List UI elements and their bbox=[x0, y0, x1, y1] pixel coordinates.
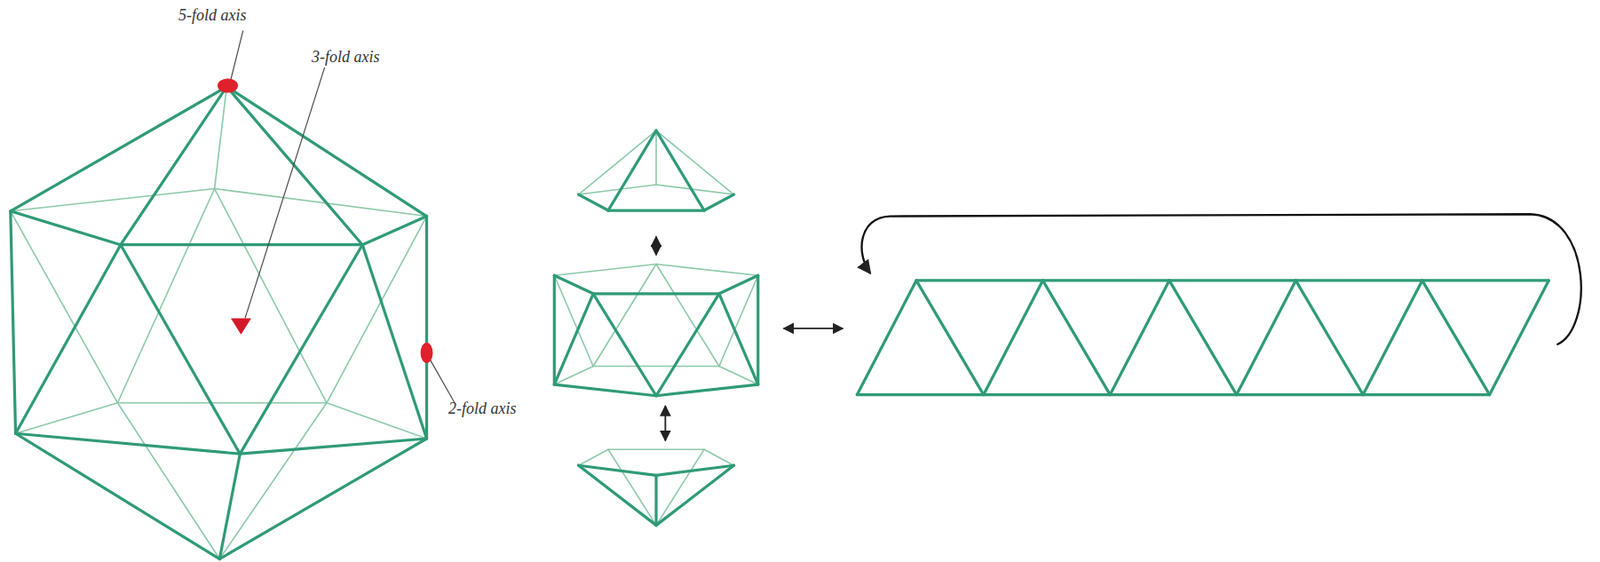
edge-line bbox=[593, 293, 657, 397]
double-arrow bbox=[655, 237, 658, 256]
edge-line bbox=[578, 465, 657, 525]
edge-line bbox=[10, 87, 228, 212]
edge-line bbox=[656, 384, 759, 397]
hidden-edge bbox=[719, 275, 759, 366]
edge-line bbox=[15, 433, 241, 454]
leader-line bbox=[429, 358, 456, 404]
edge-line bbox=[1042, 280, 1110, 396]
edge-line bbox=[553, 275, 556, 385]
edge-line bbox=[15, 245, 121, 435]
edge-line bbox=[656, 130, 705, 211]
hidden-edge bbox=[326, 403, 428, 439]
leader-line bbox=[230, 30, 244, 80]
edge-line bbox=[654, 475, 658, 525]
edge-line bbox=[554, 293, 594, 385]
edge-line bbox=[983, 280, 1044, 396]
edge-line bbox=[226, 87, 363, 246]
edge-line bbox=[856, 393, 1490, 397]
hidden-edge bbox=[608, 448, 705, 451]
edge-line bbox=[10, 211, 16, 434]
edge-line bbox=[1109, 280, 1170, 396]
edge-line bbox=[608, 130, 657, 211]
edge-line bbox=[719, 293, 759, 385]
hidden-edge bbox=[593, 264, 657, 367]
twofold-marker bbox=[420, 342, 434, 364]
edge-line bbox=[916, 280, 984, 396]
hidden-edge bbox=[117, 402, 327, 404]
edge-line bbox=[239, 438, 427, 454]
hidden-edge bbox=[655, 130, 658, 185]
edge-line bbox=[425, 216, 428, 439]
edge-line bbox=[656, 465, 734, 525]
double-arrow bbox=[664, 405, 666, 441]
hidden-edge bbox=[578, 449, 609, 466]
edge-line bbox=[578, 465, 657, 476]
threefold-marker bbox=[230, 317, 252, 334]
hidden-edge bbox=[554, 264, 657, 277]
hidden-edge bbox=[593, 365, 720, 368]
edge-line bbox=[593, 292, 720, 295]
edge-line bbox=[578, 194, 609, 211]
edge-line bbox=[656, 293, 720, 397]
hidden-edge bbox=[578, 130, 657, 195]
hidden-edge bbox=[656, 264, 759, 277]
leader-line bbox=[245, 67, 325, 319]
edge-line bbox=[10, 211, 121, 246]
edge-line bbox=[704, 194, 734, 211]
edge-line bbox=[120, 245, 240, 455]
edge-line bbox=[362, 216, 427, 246]
hidden-edge bbox=[656, 449, 705, 525]
hidden-edge bbox=[704, 449, 734, 466]
edge-line bbox=[554, 384, 657, 397]
wrap-arrow bbox=[862, 213, 1582, 345]
edge-line bbox=[856, 280, 917, 396]
edge-line bbox=[219, 453, 240, 559]
axis-label: 5-fold axis bbox=[178, 7, 247, 25]
hidden-edge bbox=[214, 189, 327, 404]
edge-line bbox=[1169, 280, 1237, 396]
edge-line bbox=[120, 243, 363, 246]
edge-line bbox=[554, 275, 594, 294]
edge-line bbox=[226, 87, 427, 217]
hidden-edge bbox=[608, 449, 657, 525]
edge-line bbox=[362, 245, 427, 439]
axis-label: 2-fold axis bbox=[448, 400, 517, 419]
hidden-edge bbox=[219, 403, 327, 560]
edge-line bbox=[756, 275, 760, 385]
hidden-edge bbox=[656, 130, 734, 195]
edge-line bbox=[1362, 280, 1423, 396]
hidden-edge bbox=[554, 275, 594, 366]
edge-line bbox=[608, 208, 705, 212]
fivefold-marker bbox=[217, 78, 238, 93]
edge-line bbox=[120, 87, 227, 246]
edge-line bbox=[15, 433, 221, 559]
edge-line bbox=[916, 278, 1549, 282]
hidden-edge bbox=[117, 189, 214, 404]
edge-line bbox=[719, 275, 759, 294]
hidden-edge bbox=[656, 264, 720, 367]
hidden-edge bbox=[214, 189, 428, 217]
hidden-edge bbox=[117, 403, 220, 560]
double-arrow bbox=[784, 327, 844, 330]
edge-line bbox=[1489, 280, 1550, 396]
edge-line bbox=[1422, 280, 1490, 396]
axis-label: 3-fold axis bbox=[311, 48, 381, 67]
edge-line bbox=[1236, 280, 1297, 396]
edge-line bbox=[219, 438, 427, 560]
edge-line bbox=[1295, 280, 1363, 396]
